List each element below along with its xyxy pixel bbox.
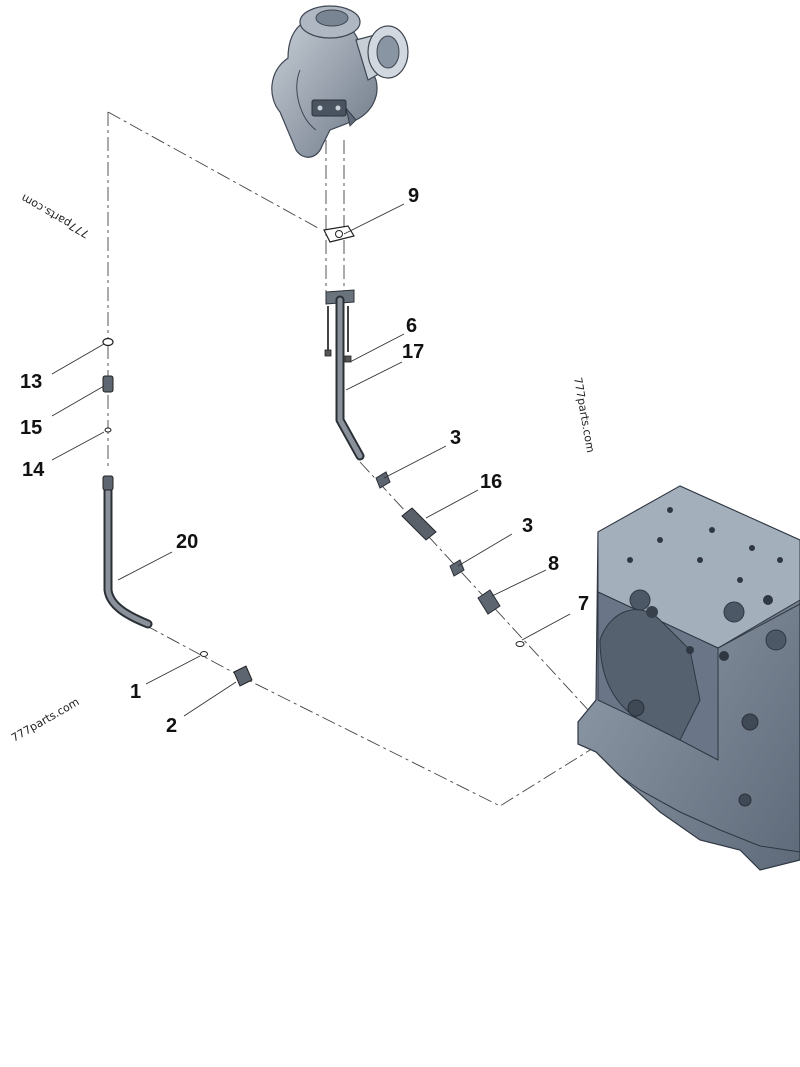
callout-7: 7 xyxy=(578,593,589,615)
part-8-connector xyxy=(477,589,501,615)
part-7-o-ring xyxy=(515,641,525,647)
part-13-washer xyxy=(102,337,114,347)
watermark-top-left: 777parts.com xyxy=(19,191,92,240)
leader-lines xyxy=(51,203,571,717)
callout-14: 14 xyxy=(22,459,45,481)
part-2-fitting xyxy=(233,665,253,687)
part-16-hose-sleeve xyxy=(401,507,437,541)
callout-15: 15 xyxy=(20,417,42,439)
part-20-feed-tube xyxy=(102,475,153,629)
part-17-drain-tube xyxy=(325,289,365,461)
callout-20: 20 xyxy=(176,531,198,553)
callout-16: 16 xyxy=(480,471,502,493)
callout-labels: 9 6 17 3 16 3 8 7 13 15 14 20 1 2 xyxy=(20,185,589,737)
watermark-right: 777parts.com xyxy=(571,376,597,453)
callout-17: 17 xyxy=(402,341,424,363)
callout-3-upper: 3 xyxy=(450,427,461,449)
engine-block xyxy=(577,485,800,871)
callout-3-lower: 3 xyxy=(522,515,533,537)
callout-2: 2 xyxy=(166,715,177,737)
callout-6: 6 xyxy=(406,315,417,337)
watermark-bottom-left: 777parts.com xyxy=(9,695,82,744)
callout-8: 8 xyxy=(548,553,559,575)
part-9-gasket xyxy=(323,225,355,243)
callout-13: 13 xyxy=(20,371,42,393)
part-6-bolts xyxy=(324,306,352,363)
turbocharger xyxy=(271,5,409,158)
part-3-fitting-upper xyxy=(375,471,391,489)
callout-1: 1 xyxy=(130,681,141,703)
part-14-seal xyxy=(104,427,112,433)
part-15-adapter xyxy=(102,375,114,393)
part-1-o-ring xyxy=(200,651,208,657)
callout-9: 9 xyxy=(408,185,419,207)
watermarks: 777parts.com 777parts.com 777parts.com xyxy=(9,191,597,744)
